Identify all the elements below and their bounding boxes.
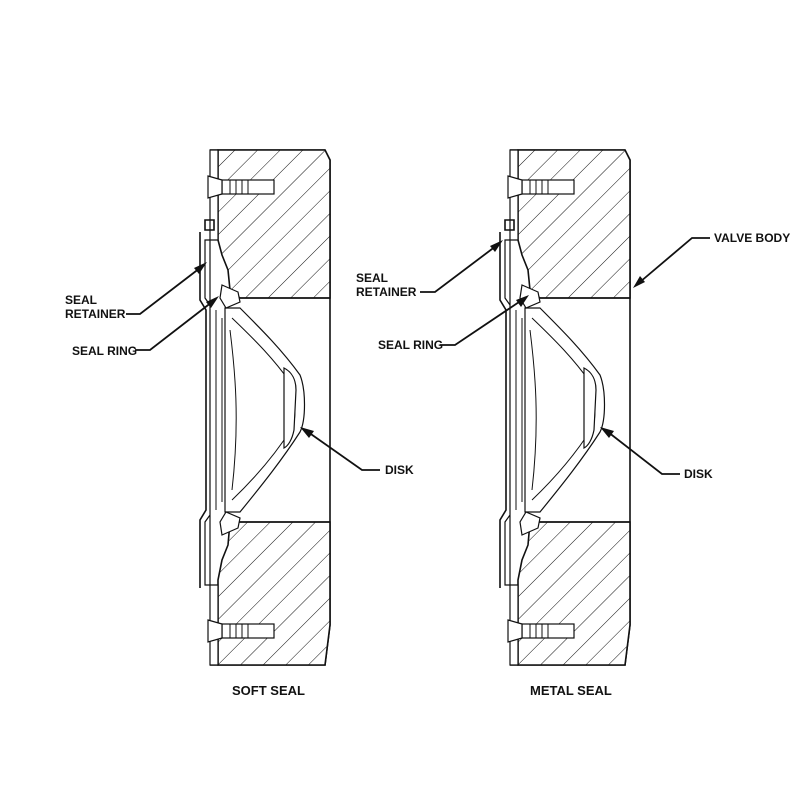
- seal-ring-leader: [440, 299, 523, 346]
- metal-seal-caption: METAL SEAL: [530, 683, 612, 698]
- metal-seal-labels: SEAL RETAINER SEAL RING DISK VALVE BODY …: [356, 231, 790, 698]
- retainer-leader: [126, 267, 201, 315]
- arrowhead: [516, 295, 529, 307]
- arrowhead: [490, 240, 503, 252]
- seal-retainer-label: RETAINER: [65, 307, 126, 321]
- seal-ring-label: SEAL RING: [72, 344, 137, 358]
- arrowhead: [206, 296, 219, 308]
- arrowhead: [600, 427, 614, 438]
- seal-retainer-label: RETAINER: [356, 285, 417, 299]
- soft-seal-caption: SOFT SEAL: [232, 683, 305, 698]
- seal-ring-label: SEAL RING: [378, 338, 443, 352]
- disk-leader: [607, 431, 680, 475]
- seal-retainer-label: SEAL: [65, 293, 97, 307]
- disk-label: DISK: [684, 467, 713, 481]
- metal-seal-section: [499, 149, 631, 666]
- disk-leader: [307, 431, 380, 471]
- seal-retainer-label: SEAL: [356, 271, 388, 285]
- disk-label: DISK: [385, 463, 414, 477]
- seal-ring-leader: [135, 301, 213, 351]
- valve-body-leader: [639, 237, 710, 283]
- arrowhead: [194, 262, 207, 274]
- retainer-leader: [420, 245, 497, 293]
- soft-seal-section: [199, 149, 331, 666]
- arrowhead: [633, 276, 645, 288]
- arrowhead: [300, 427, 314, 438]
- soft-seal-labels: SEAL RETAINER SEAL RING DISK SOFT SEAL: [65, 262, 414, 698]
- valve-body-label: VALVE BODY: [714, 231, 790, 245]
